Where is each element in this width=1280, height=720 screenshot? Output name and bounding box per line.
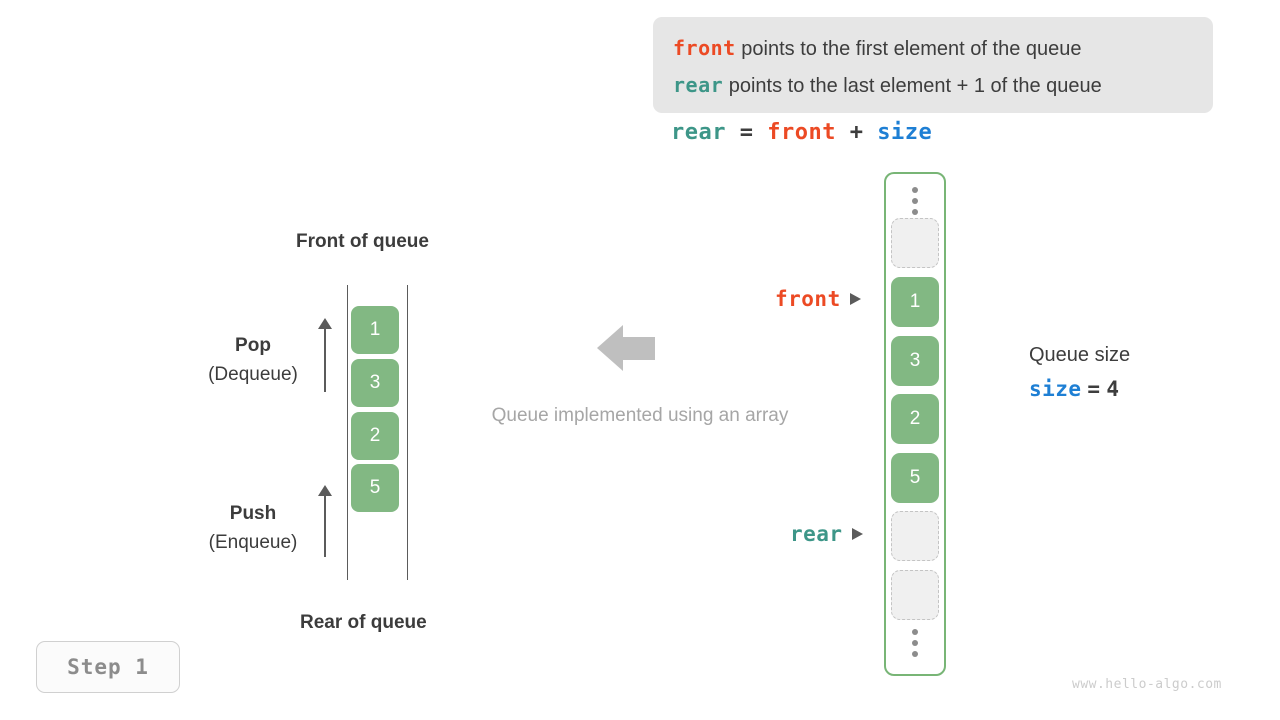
size-value: 4 [1106, 377, 1120, 401]
legend-desc-front: points to the first element of the queue [741, 38, 1082, 60]
push-operation-label: Push (Enqueue) [184, 503, 322, 554]
pop-operation-label: Pop (Dequeue) [184, 335, 322, 386]
array-slot-empty [891, 511, 939, 561]
array-slot-filled: 5 [891, 453, 939, 503]
queue-cell: 3 [351, 359, 399, 407]
formula-eq: = [739, 120, 754, 145]
legend-line-rear: rear points to the last element + 1 of t… [673, 67, 1193, 104]
array-slot-filled: 2 [891, 394, 939, 444]
rear-pointer-label: rear [790, 522, 863, 546]
step-badge: Step 1 [36, 641, 180, 693]
array-slot-filled: 1 [891, 277, 939, 327]
front-pointer-label: front [775, 287, 861, 311]
formula-lhs: rear [671, 120, 726, 145]
formula-op2: size [877, 120, 933, 145]
size-equals: = [1087, 377, 1101, 401]
array-slot-empty [891, 570, 939, 620]
front-pointer-text: front [775, 287, 841, 311]
ellipsis-dots-icon [912, 629, 918, 657]
left-arrow-icon [597, 325, 655, 372]
pop-subtitle: (Dequeue) [208, 364, 298, 385]
formula-plus: + [849, 120, 864, 145]
queue-cell: 2 [351, 412, 399, 460]
formula-op1: front [767, 120, 836, 145]
watermark: www.hello-algo.com [1072, 677, 1222, 692]
array-slot-empty [891, 218, 939, 268]
front-of-queue-label: Front of queue [296, 231, 429, 252]
pop-up-arrow-icon [316, 318, 334, 392]
push-title: Push [229, 503, 277, 524]
legend-box: front points to the first element of the… [653, 17, 1213, 113]
formula-rear-equals-front-plus-size: rear = front + size [671, 120, 932, 145]
rear-of-queue-label: Rear of queue [300, 612, 427, 633]
legend-term-front: front [673, 36, 736, 60]
implementation-caption: Queue implemented using an array [491, 405, 789, 426]
legend-desc-rear: points to the last element + 1 of the qu… [728, 75, 1102, 97]
queue-size-expression: size = 4 [1029, 377, 1130, 402]
queue-size-info: Queue size size = 4 [1029, 344, 1130, 402]
push-subtitle: (Enqueue) [208, 532, 298, 553]
ellipsis-dots-icon [912, 187, 918, 215]
legend-term-rear: rear [673, 73, 724, 97]
pop-title: Pop [235, 335, 271, 356]
array-container: 1 3 2 5 [884, 172, 946, 676]
legend-line-front: front points to the first element of the… [673, 30, 1193, 67]
size-var-name: size [1029, 377, 1082, 401]
queue-cell: 5 [351, 464, 399, 512]
queue-rail-right [407, 285, 408, 580]
pointer-triangle-icon [849, 293, 861, 305]
queue-rail-left [347, 285, 348, 580]
pointer-triangle-icon [851, 528, 863, 540]
queue-cell: 1 [351, 306, 399, 354]
queue-size-label: Queue size [1029, 344, 1131, 366]
array-slot-filled: 3 [891, 336, 939, 386]
rear-pointer-text: rear [790, 522, 843, 546]
push-up-arrow-icon [316, 485, 334, 557]
